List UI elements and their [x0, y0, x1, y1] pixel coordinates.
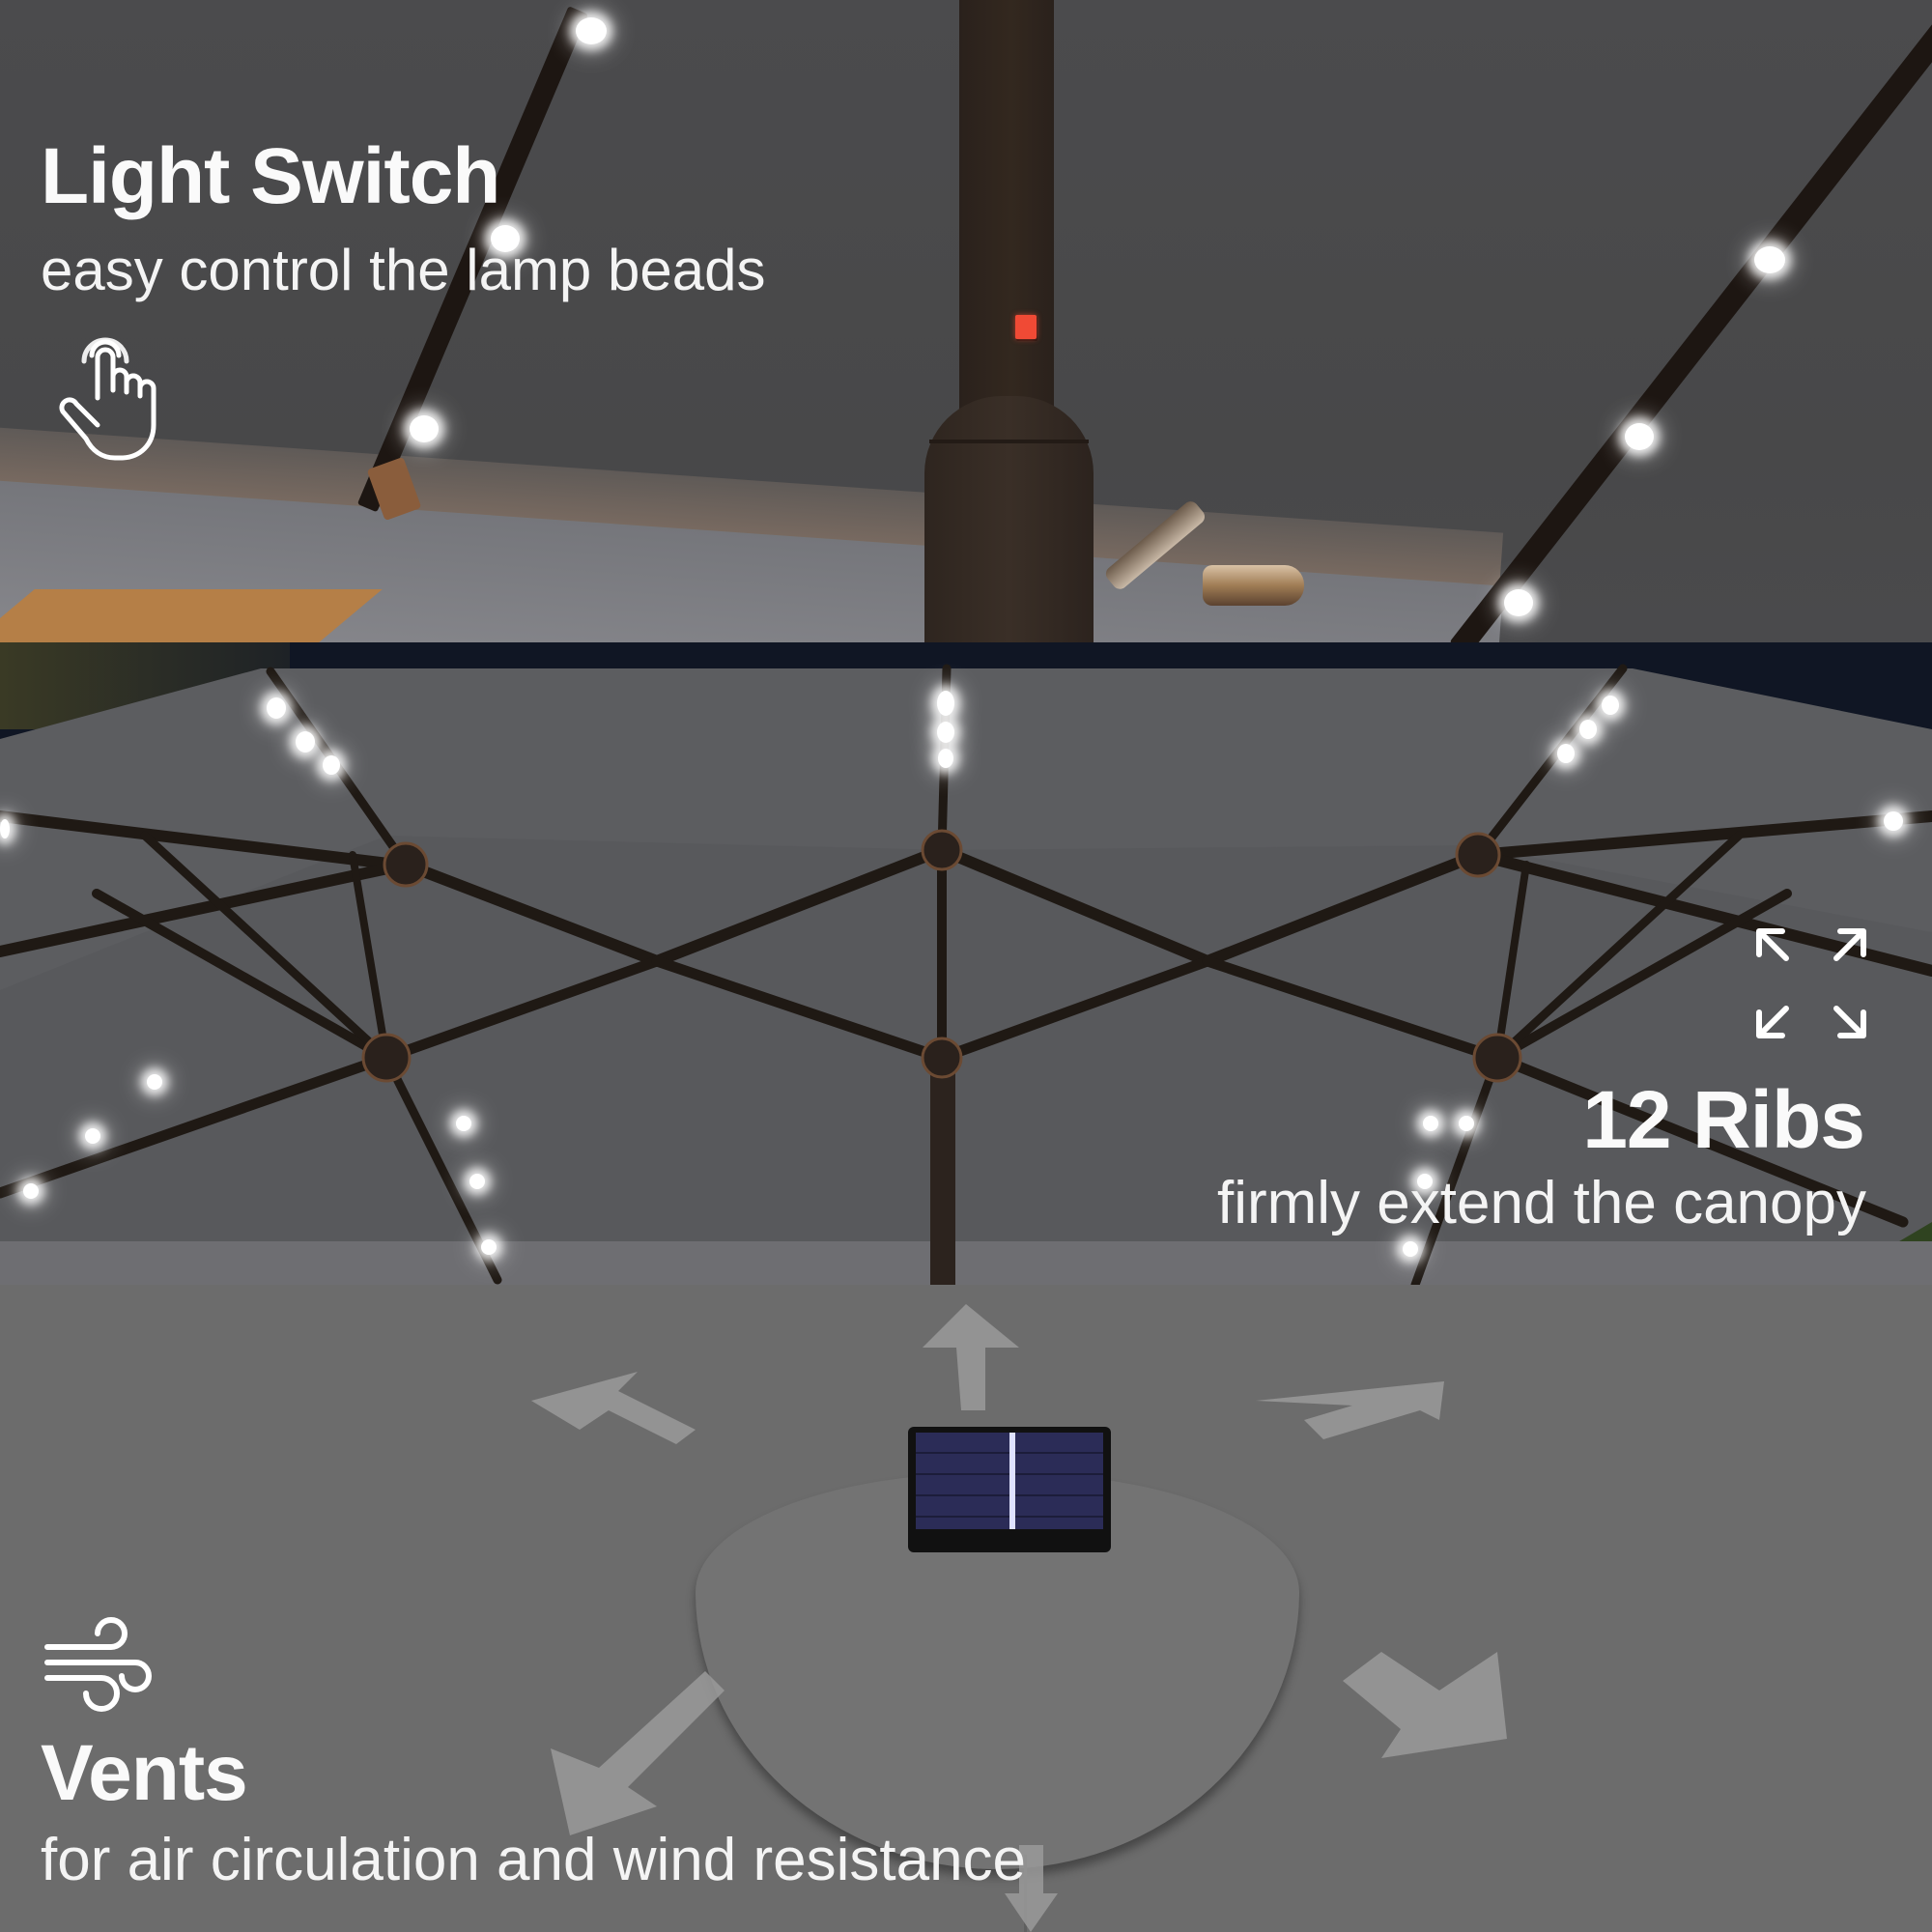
led-bead: [1459, 1116, 1474, 1131]
feature-subtitle-vents: for air circulation and wind resistance: [41, 1827, 1027, 1893]
feature-title-vents: Vents: [41, 1729, 248, 1817]
led-bead: [937, 691, 954, 716]
led-bead: [1754, 246, 1785, 273]
led-bead: [1423, 1116, 1438, 1131]
led-bead: [469, 1174, 485, 1189]
wind-icon: [43, 1608, 159, 1715]
led-bead: [1602, 696, 1619, 715]
led-bead: [323, 755, 340, 775]
pole-hub-ring: [929, 440, 1089, 443]
led-bead: [296, 731, 315, 753]
led-bead: [85, 1128, 100, 1144]
led-bead: [1625, 423, 1654, 450]
led-bead: [1557, 744, 1575, 763]
led-bead: [937, 722, 954, 743]
ribs-panel: 12 Ribs firmly extend the canopy: [0, 642, 1932, 1285]
solar-panel: [908, 1427, 1111, 1552]
led-bead: [147, 1074, 162, 1090]
feature-subtitle-ribs: firmly extend the canopy: [1216, 1170, 1866, 1236]
rib-right: [1449, 10, 1932, 642]
led-bead: [938, 749, 953, 768]
canopy-underside: [0, 664, 1932, 1285]
tap-hand-icon: [53, 328, 161, 464]
led-bead: [1579, 720, 1597, 739]
vents-panel: Vents for air circulation and wind resis…: [0, 1285, 1932, 1932]
led-bead: [1417, 1174, 1433, 1189]
led-bead: [1504, 589, 1533, 616]
led-bead: [1884, 811, 1903, 831]
led-bead: [0, 819, 10, 838]
led-bead: [491, 225, 520, 252]
airflow-arrows: [531, 1304, 1507, 1932]
light-switch-panel: Light Switch easy control the lamp beads: [0, 0, 1932, 642]
feature-title-ribs: 12 Ribs: [1582, 1074, 1865, 1165]
crank-knob: [1203, 565, 1304, 606]
led-bead: [481, 1239, 497, 1255]
led-bead: [23, 1183, 39, 1199]
led-bead: [576, 17, 607, 44]
led-bead: [267, 697, 286, 719]
feature-subtitle-light-switch: easy control the lamp beads: [41, 238, 766, 302]
led-bead: [456, 1116, 471, 1131]
wood-edge: [0, 589, 383, 642]
solar-bus-bar: [1009, 1433, 1015, 1529]
pole-hub: [924, 396, 1094, 642]
expand-arrows-icon: [1753, 925, 1869, 1041]
feature-title-light-switch: Light Switch: [41, 132, 500, 220]
led-bead: [1403, 1241, 1418, 1257]
led-bead: [410, 415, 439, 442]
solar-cells: [916, 1433, 1103, 1529]
light-switch-button[interactable]: [1015, 315, 1037, 339]
